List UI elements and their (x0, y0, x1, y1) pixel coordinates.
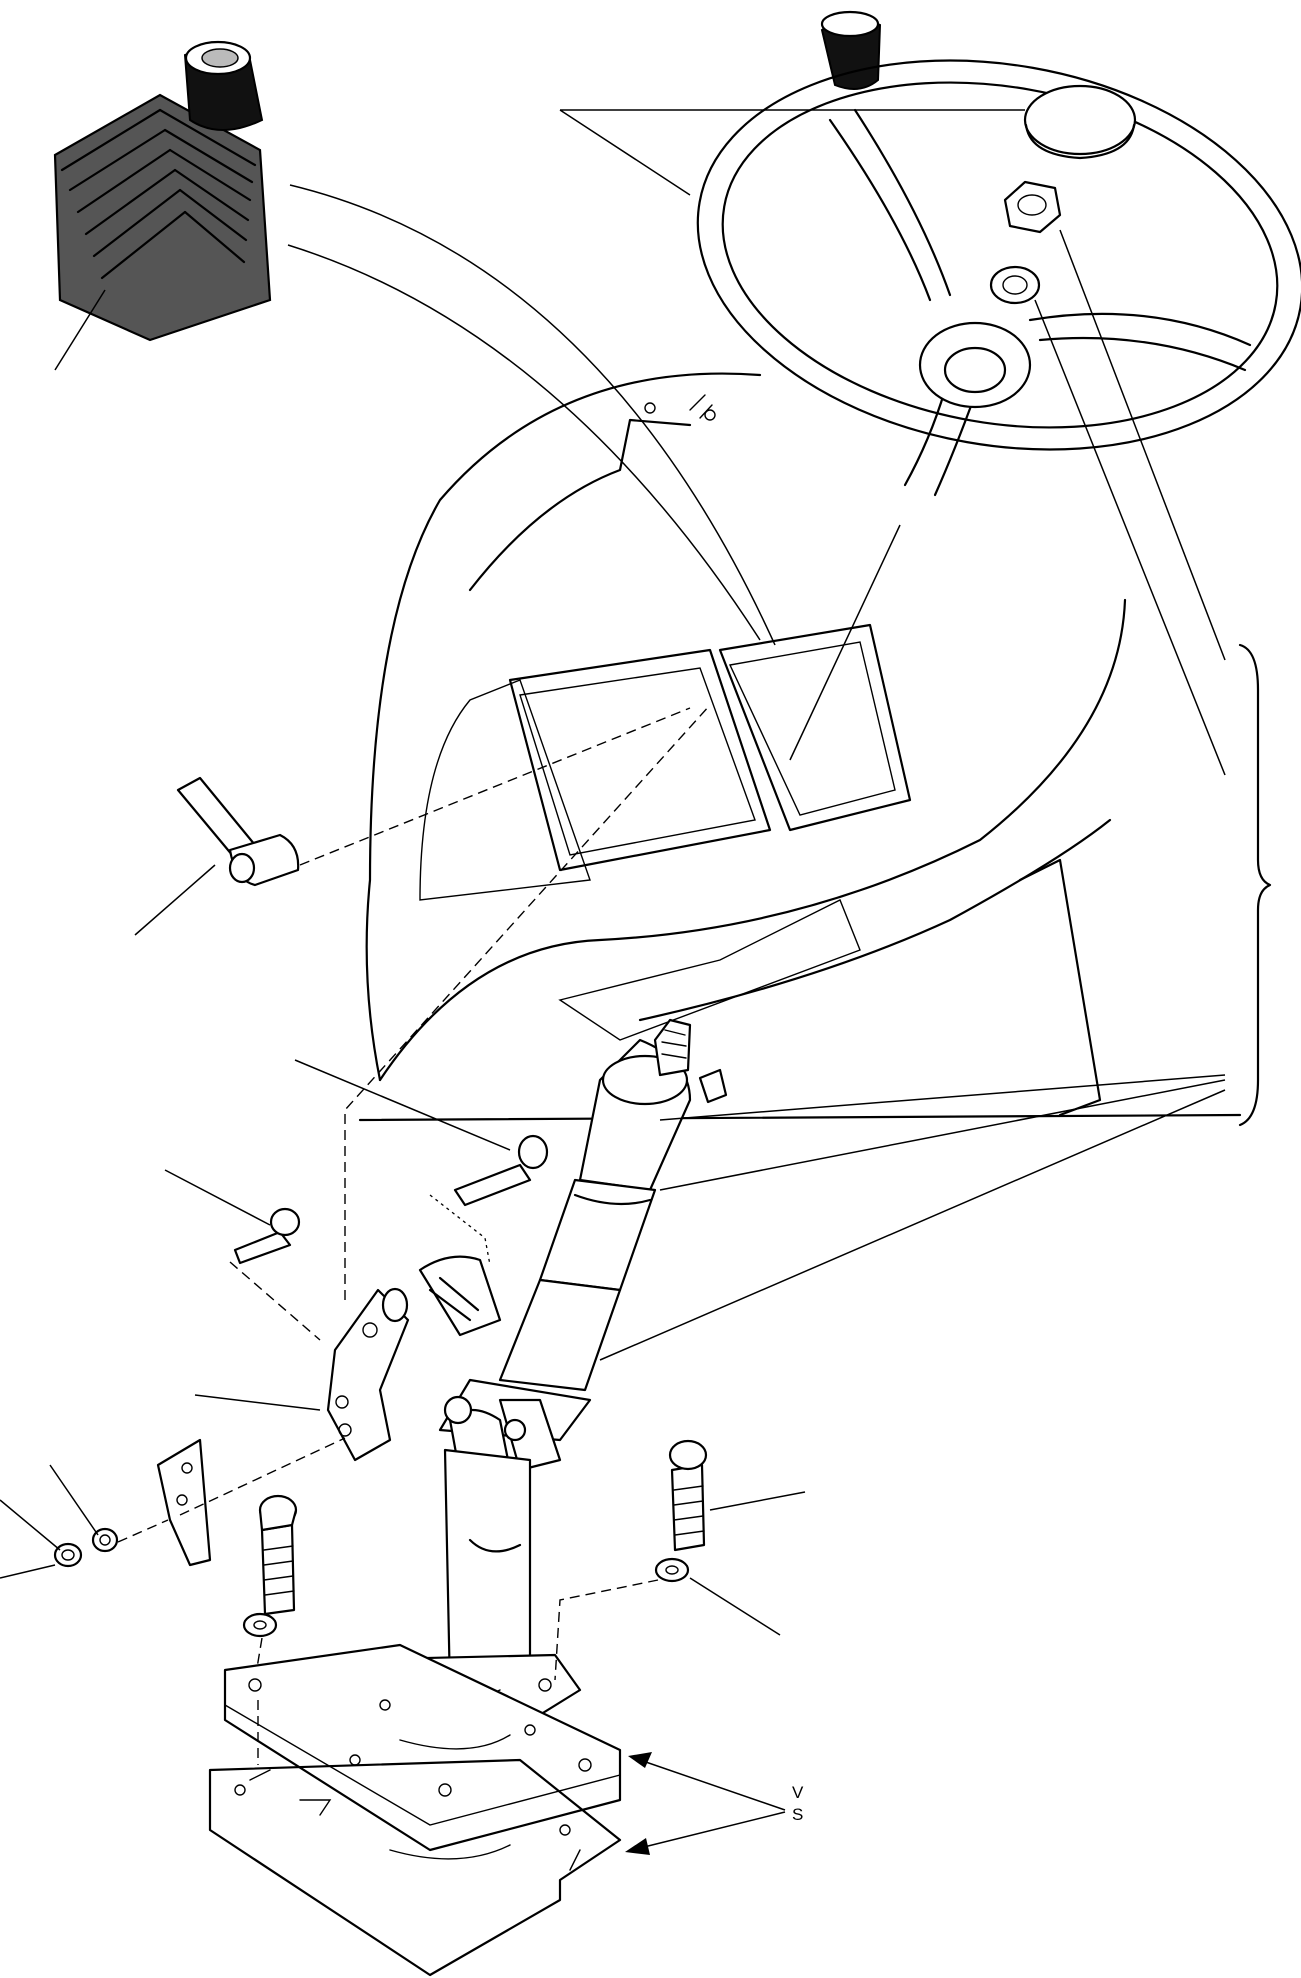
cap-screw-right (668, 1439, 708, 1552)
leader-washer-small (49, 1464, 99, 1536)
leader-boot (54, 289, 106, 371)
bracket-bolt (233, 1207, 301, 1265)
leader-column-top (659, 1074, 1226, 1121)
washer-axis (117, 1519, 169, 1543)
leader-bracket-bolt (164, 1169, 271, 1226)
leader-cap-screw (709, 1491, 806, 1511)
bracket-to-dash (344, 704, 711, 1300)
leader-washer-right (689, 1577, 781, 1636)
leader-tilt-lever (134, 864, 216, 936)
callout-arrows (625, 1752, 786, 1855)
gear-lever-boot (53, 40, 272, 342)
spacer-plate (223, 1643, 622, 1852)
assembly-brace (1238, 643, 1272, 1127)
washer-right (654, 1557, 690, 1583)
tilt-lever (176, 776, 300, 887)
washer (989, 265, 1041, 305)
tilt-bracket (326, 1287, 410, 1462)
plate-axis (179, 1437, 346, 1516)
spinner-knob (820, 10, 882, 90)
washer-small (91, 1527, 119, 1553)
leader-column-upper (659, 1079, 1226, 1191)
leader-nut (1059, 229, 1226, 661)
leader-washer (1034, 299, 1226, 776)
bracket-bolt-axis (229, 1261, 321, 1341)
leader-dash (289, 184, 776, 646)
horn-cap (1023, 84, 1137, 160)
washer-left (242, 1612, 278, 1638)
leader-tilt-bracket (194, 1394, 321, 1411)
floor-plate (208, 1758, 622, 1977)
nut-small (53, 1542, 83, 1568)
screw-right-axis (554, 1579, 659, 1681)
mounting-plate (156, 1438, 212, 1567)
cap-screw-left (258, 1494, 298, 1616)
pivot-bolt (453, 1134, 549, 1207)
steering-wheel (696, 59, 1301, 497)
label-v: V (792, 1783, 804, 1802)
pivot-bolt-axis (429, 1194, 491, 1266)
leader-wheel (559, 109, 1025, 196)
dashboard-cowl (358, 372, 1242, 1122)
leader-nut-small (0, 1499, 61, 1579)
leader-column-lower (599, 1089, 1226, 1361)
label-s: S (792, 1805, 803, 1824)
leader-panel (287, 244, 761, 641)
leader-pivot-bolt (294, 1059, 511, 1151)
leader-insert (789, 524, 901, 761)
hex-nut (1003, 180, 1062, 234)
tilt-lever-axis (299, 707, 691, 866)
